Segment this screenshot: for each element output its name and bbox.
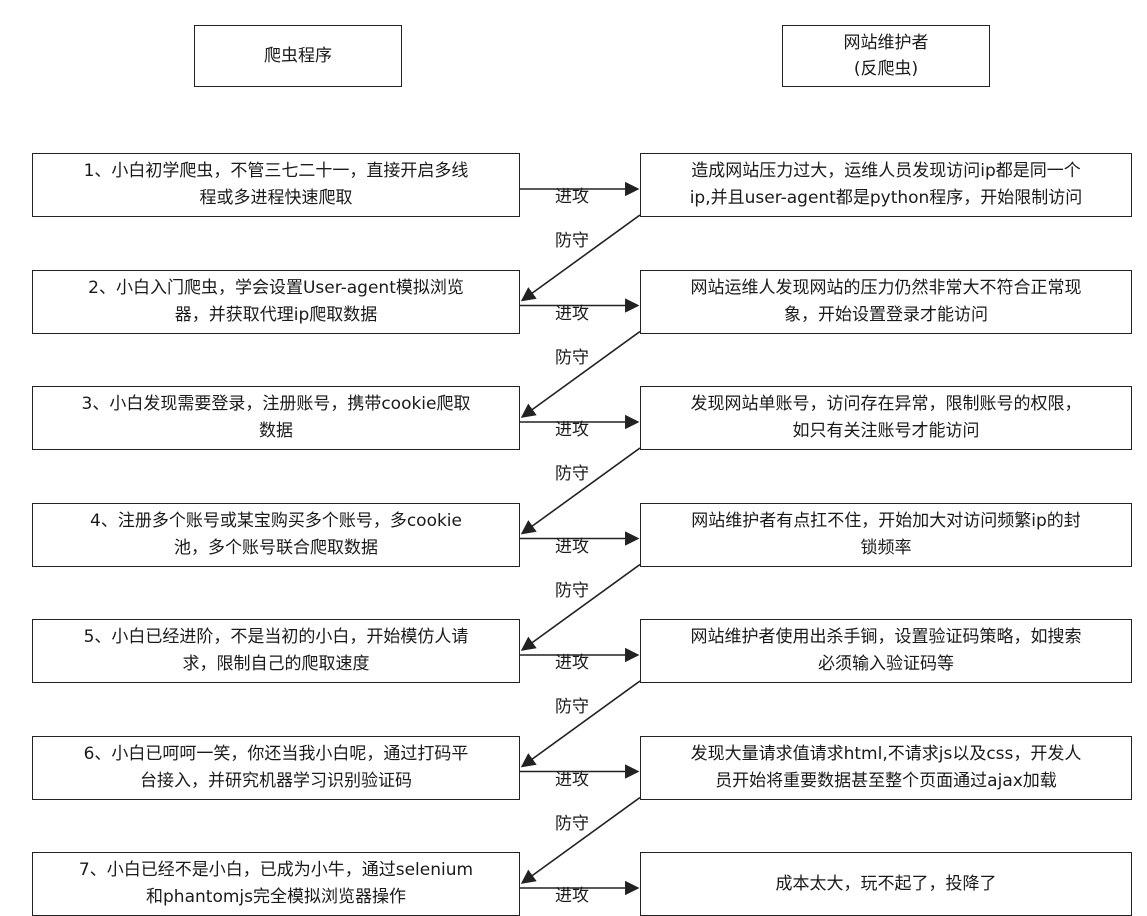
maintainer-step-text: ip,并且user-agent都是python程序，开始限制访问: [689, 188, 1083, 208]
maintainer-step-text: 造成网站压力过大，运维人员发现访问ip都是同一个: [691, 161, 1081, 181]
defend-arrow: [520, 330, 641, 418]
crawler-step-box-3: 3、小白发现需要登录，注册账号，携带cookie爬取数据: [32, 386, 520, 450]
defend-label: 防守: [555, 697, 589, 717]
crawler-step-text: 3、小白发现需要登录，注册账号，携带cookie爬取: [81, 394, 471, 414]
crawler-step-box-7: 7、小白已经不是小白，已成为小牛，通过selenium 和phantomjs完全模…: [32, 852, 520, 916]
maintainer-step-box-6: 发现大量请求值请求html,不请求js以及css，开发人员开始将重要数据甚至整个…: [640, 735, 1132, 800]
maintainer-step-text: 发现大量请求值请求html,不请求js以及css，开发人: [690, 743, 1082, 764]
defend-label: 防守: [555, 580, 589, 601]
defend-arrow: [520, 214, 641, 302]
defend-arrow: [520, 680, 641, 768]
maintainer-step-text: 网站维护者使用出杀手锏，设置验证码策略，如搜索: [690, 627, 1082, 647]
crawler-step-text: 5、小白已经进阶，不是当初的小白，开始模仿人请: [83, 627, 469, 647]
crawler-step-box-2: 2、小白入门爬虫，学会设置User-agent模拟浏览器，并获取代理ip爬取数据: [32, 269, 520, 334]
attack-label: 进攻: [555, 303, 589, 324]
defend-arrow: [520, 447, 641, 535]
maintainer-step-box-5: 网站维护者使用出杀手锏，设置验证码策略，如搜索必须输入验证码等: [640, 619, 1132, 683]
crawler-step-text: 求，限制自己的爬取速度: [182, 654, 370, 674]
attack-label: 进攻: [555, 187, 589, 207]
defend-arrow: [520, 563, 641, 651]
header-maintainer-sublabel: (反爬虫): [853, 59, 919, 79]
crawler-step-text: 程或多进程快速爬取: [199, 188, 353, 208]
crawler-step-box-1: 1、小白初学爬虫，不管三七二十一，直接开启多线程或多进程快速爬取: [32, 153, 520, 217]
header-maintainer: 网站维护者 (反爬虫): [782, 25, 990, 87]
maintainer-step-text: 网站维护者有点扛不住，开始加大对访问频繁ip的封: [691, 510, 1081, 531]
maintainer-step-text: 锁频率: [860, 537, 912, 558]
maintainer-step-box-4: 网站维护者有点扛不住，开始加大对访问频繁ip的封锁频率: [640, 502, 1132, 567]
crawler-step-box-6: 6、小白已呵呵一笑，你还当我小白呢，通过打码平台接入，并研究机器学习识别验证码: [32, 735, 520, 800]
maintainer-step-text: 发现网站单账号，访问存在异常，限制账号的权限，: [690, 394, 1082, 414]
crawler-step-text: 台接入，并研究机器学习识别验证码: [140, 770, 412, 791]
crawler-step-text: 1、小白初学爬虫，不管三七二十一，直接开启多线: [83, 161, 469, 181]
attack-label: 进攻: [555, 886, 589, 906]
crawler-step-text: 和phantomjs完全模拟浏览器操作: [146, 887, 406, 907]
crawler-step-box-5: 5、小白已经进阶，不是当初的小白，开始模仿人请求，限制自己的爬取速度: [32, 619, 520, 683]
attack-label: 进攻: [555, 536, 589, 557]
maintainer-step-text: 必须输入验证码等: [818, 654, 954, 674]
attack-label: 进攻: [555, 769, 589, 790]
crawler-step-text: 4、注册多个账号或某宝购买多个账号，多cookie: [90, 510, 462, 531]
crawler-step-text: 7、小白已经不是小白，已成为小牛，通过selenium: [78, 860, 474, 880]
maintainer-step-box-1: 造成网站压力过大，运维人员发现访问ip都是同一个 ip,并且user-agent都…: [640, 153, 1132, 217]
defend-label: 防守: [555, 813, 589, 834]
defend-label: 防守: [555, 347, 589, 368]
header-crawler: 爬虫程序: [194, 25, 402, 87]
maintainer-step-text: 成本太大，玩不起了，投降了: [775, 873, 997, 894]
crawler-step-box-4: 4、注册多个账号或某宝购买多个账号，多cookie 池，多个账号联合爬取数据: [32, 502, 520, 567]
header-maintainer-label: 网站维护者: [843, 33, 929, 53]
defend-arrow: [520, 796, 641, 884]
crawler-step-text: 2、小白入门爬虫，学会设置User-agent模拟浏览: [88, 277, 464, 298]
maintainer-step-text: 员开始将重要数据甚至整个页面通过ajax加载: [715, 770, 1057, 791]
maintainer-step-box-2: 网站运维人发现网站的压力仍然非常大不符合正常现象，开始设置登录才能访问: [640, 269, 1132, 334]
defend-label: 防守: [555, 464, 589, 484]
crawler-step-text: 6、小白已呵呵一笑，你还当我小白呢，通过打码平: [83, 743, 469, 764]
attack-label: 进攻: [555, 420, 589, 440]
maintainer-step-box-7: 成本太大，玩不起了，投降了: [640, 852, 1132, 916]
attack-label: 进攻: [555, 653, 589, 673]
crawler-step-text: 数据: [259, 421, 293, 441]
crawler-step-text: 器，并获取代理ip爬取数据: [174, 304, 378, 325]
maintainer-step-text: 象，开始设置登录才能访问: [784, 304, 988, 325]
header-crawler-label: 爬虫程序: [264, 46, 332, 66]
maintainer-step-text: 如只有关注账号才能访问: [792, 421, 980, 441]
maintainer-step-text: 网站运维人发现网站的压力仍然非常大不符合正常现: [690, 277, 1082, 298]
defend-label: 防守: [555, 231, 589, 251]
maintainer-step-box-3: 发现网站单账号，访问存在异常，限制账号的权限， 如只有关注账号才能访问: [640, 386, 1132, 450]
crawler-step-text: 池，多个账号联合爬取数据: [174, 537, 378, 558]
